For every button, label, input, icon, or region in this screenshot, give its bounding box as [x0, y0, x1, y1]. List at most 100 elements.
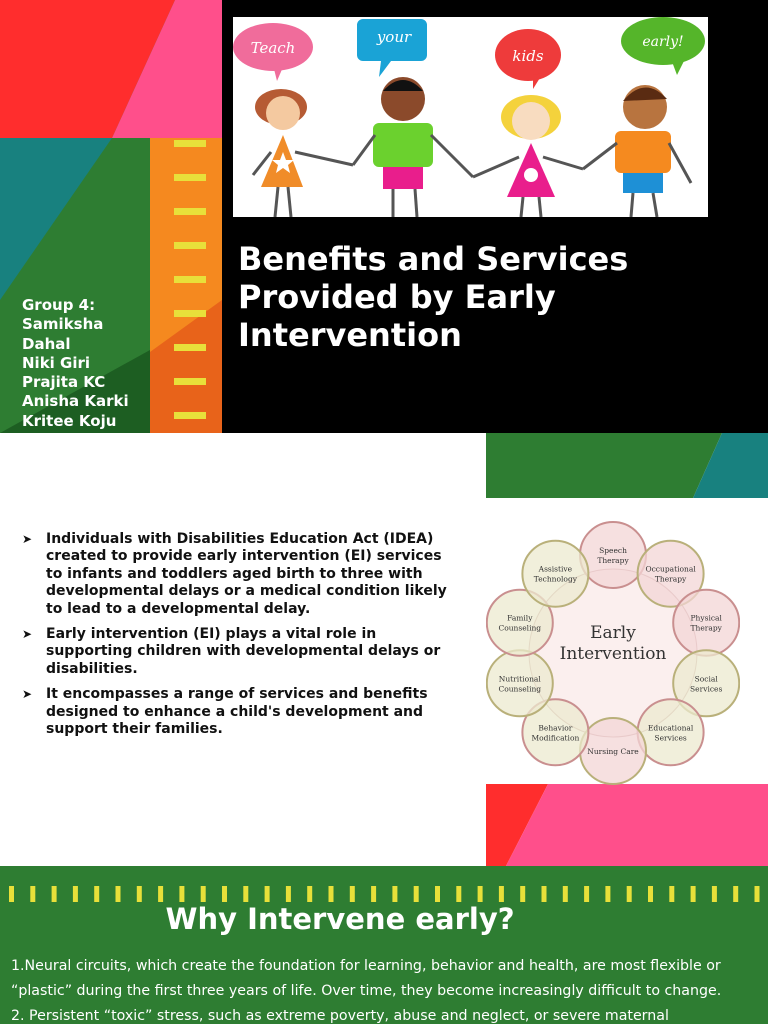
group-line: Niki Giri	[22, 353, 91, 372]
bubble-text: early!	[642, 34, 683, 50]
service-label: Therapy	[691, 624, 723, 633]
yellow-dash	[498, 886, 504, 902]
service-circle	[579, 521, 647, 589]
yellow-dash	[158, 886, 164, 902]
yellow-dash	[72, 886, 78, 902]
yellow-dash-column	[174, 140, 206, 419]
early-intervention-diagram: Early Intervention SpeechTherapyOccupati…	[486, 521, 740, 785]
title-slide: Group 4: Samiksha Dahal Niki Giri Prajit…	[0, 0, 768, 433]
group-line: Samiksha	[22, 315, 104, 334]
decorative-panel	[0, 0, 222, 433]
yellow-dash	[477, 886, 483, 902]
list-item: ➤ It encompasses a range of services and …	[22, 686, 452, 738]
yellow-dash	[307, 886, 313, 902]
bottom-right-decor	[486, 784, 768, 866]
group-line: Kritee Koju	[22, 411, 117, 430]
top-right-decor	[486, 433, 768, 498]
yellow-dash	[371, 886, 377, 902]
service-label: Counseling	[498, 684, 541, 693]
body-line: 2. Persistent “toxic” stress, such as ex…	[11, 1008, 669, 1024]
yellow-dash	[413, 886, 419, 902]
yellow-dash	[669, 886, 675, 902]
service-label: Nursing Care	[587, 747, 639, 756]
center-label-line: Early	[590, 623, 636, 643]
service-label: Therapy	[655, 575, 687, 584]
speech-bubble-teach: Teach	[233, 23, 313, 81]
service-label: Services	[690, 684, 722, 693]
yellow-dash	[115, 886, 121, 902]
yellow-dash	[264, 886, 270, 902]
arrow-bullet-icon: ➤	[22, 532, 33, 546]
service-label: Nutritional	[499, 674, 542, 683]
yellow-dash	[51, 886, 57, 902]
service-label: Family	[507, 614, 533, 623]
speech-bubble-early: early!	[621, 17, 705, 75]
yellow-dash	[456, 886, 462, 902]
geometric-background	[0, 0, 222, 433]
yellow-dash	[711, 886, 717, 902]
group-members-list: Group 4: Samiksha Dahal Niki Giri Prajit…	[22, 296, 152, 431]
bubble-text: kids	[512, 47, 543, 65]
yellow-dash	[285, 886, 291, 902]
yellow-dash	[179, 886, 185, 902]
kids-holding-hands-image: Teach your kids early!	[233, 17, 708, 217]
yellow-dash	[541, 886, 547, 902]
service-label: Educational	[648, 723, 694, 732]
yellow-dash	[243, 886, 249, 902]
service-circle	[521, 539, 590, 608]
yellow-dash	[392, 886, 398, 902]
service-label: Speech	[599, 546, 627, 555]
service-label: Physical	[690, 614, 722, 623]
service-label: Social	[695, 674, 719, 683]
service-label: Assistive	[538, 565, 573, 574]
list-item: ➤ Early intervention (EI) plays a vital r…	[22, 626, 452, 678]
bullet-text: Early intervention (EI) plays a vital ro…	[46, 626, 441, 677]
yellow-dash	[328, 886, 334, 902]
group-line: Anisha Karki	[22, 392, 129, 411]
slide-body: 1.Neural circuits, which create the foun…	[11, 954, 761, 1024]
yellow-dash	[648, 886, 653, 902]
yellow-dash	[562, 886, 568, 902]
service-circle	[636, 539, 705, 608]
kids-hero-illustration: Teach your kids early!	[233, 17, 708, 217]
yellow-dash	[690, 886, 696, 902]
bullet-text: It encompasses a range of services and b…	[46, 686, 428, 738]
yellow-dash	[626, 886, 632, 902]
bullet-text: Individuals with Disabilities Education …	[46, 531, 447, 617]
group-line: Group 4:	[22, 296, 96, 314]
kid-figure	[251, 89, 354, 217]
yellow-dash	[520, 886, 526, 902]
why-intervene-slide: Why Intervene early? 1.Neural circuits, …	[0, 866, 768, 1024]
yellow-dash	[605, 886, 611, 902]
group-line: Prajita KC	[22, 373, 106, 392]
service-label: Modification	[531, 733, 579, 742]
kid-figure	[351, 77, 475, 217]
slide-title: Why Intervene early?	[165, 902, 515, 936]
body-line: “plastic” during the first three years o…	[11, 983, 722, 999]
yellow-dash	[222, 886, 227, 902]
service-label: Occupational	[645, 565, 696, 574]
yellow-dash	[94, 886, 100, 902]
kid-figure	[472, 95, 584, 217]
service-label: Therapy	[597, 556, 629, 565]
content-slide: ➤ Individuals with Disabilities Educatio…	[0, 433, 768, 866]
service-label: Services	[654, 733, 686, 742]
arrow-bullet-icon: ➤	[22, 627, 33, 642]
service-label: Behavior	[538, 723, 572, 732]
service-circles: SpeechTherapyOccupationalTherapyPhysical…	[486, 521, 740, 785]
bubble-text: Teach	[251, 39, 296, 57]
center-label-line: Intervention	[560, 644, 667, 664]
yellow-dash	[136, 886, 142, 902]
yellow-dash	[349, 886, 355, 902]
speech-bubble-your: your	[357, 19, 427, 77]
bullet-list: ➤ Individuals with Disabilities Educatio…	[22, 531, 452, 746]
bubble-text: your	[376, 28, 412, 46]
arrow-bullet-icon: ➤	[22, 687, 33, 702]
kid-figure	[582, 85, 693, 217]
yellow-dash	[584, 886, 590, 902]
yellow-dash	[435, 886, 440, 902]
group-line: Dahal	[22, 334, 71, 353]
slide-title: Benefits and Services Provided by Early …	[238, 240, 629, 354]
list-item: ➤ Individuals with Disabilities Educatio…	[22, 531, 452, 618]
service-label: Technology	[534, 575, 578, 584]
